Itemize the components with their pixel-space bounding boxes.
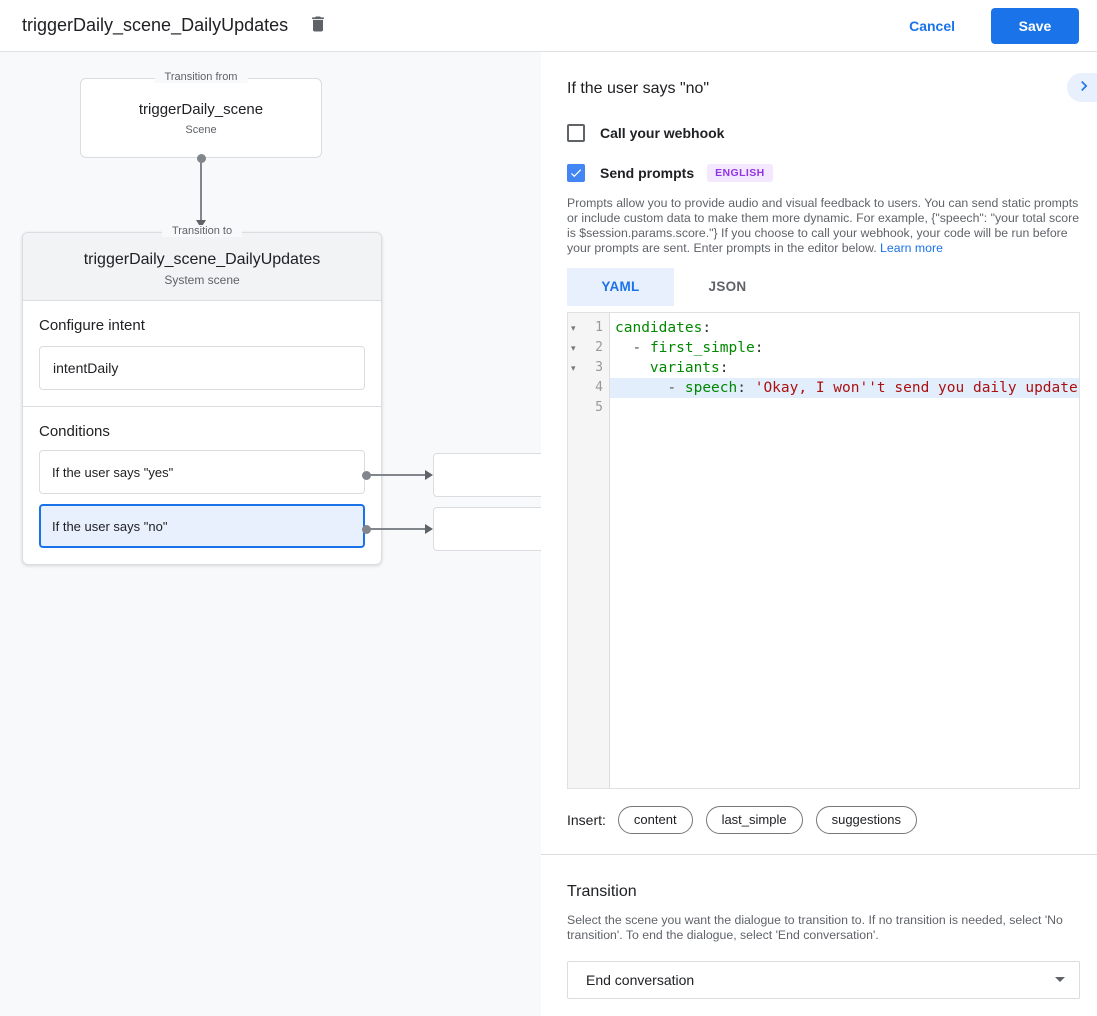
collapse-panel-button[interactable] bbox=[1067, 73, 1097, 102]
condition-item-no[interactable]: If the user says "no" bbox=[39, 504, 365, 548]
prompts-description: Prompts allow you to provide audio and v… bbox=[567, 196, 1080, 256]
to-scene-name: triggerDaily_scene_DailyUpdates bbox=[83, 251, 321, 268]
code-token bbox=[615, 340, 632, 356]
insert-chip-suggestions[interactable]: suggestions bbox=[815, 805, 917, 834]
line-number: 2 bbox=[595, 340, 603, 356]
connector-line bbox=[366, 474, 425, 476]
caret-down-icon bbox=[1055, 977, 1065, 983]
panel-title: If the user says "no" bbox=[567, 80, 710, 97]
line-number: 1 bbox=[595, 320, 603, 336]
learn-more-link[interactable]: Learn more bbox=[880, 240, 943, 255]
connector-line bbox=[200, 158, 202, 220]
arrowhead-right-icon bbox=[425, 470, 433, 480]
line-number: 3 bbox=[595, 360, 603, 376]
code-token bbox=[615, 360, 650, 376]
tab-json[interactable]: JSON bbox=[708, 279, 747, 295]
page-title: triggerDaily_scene_DailyUpdates bbox=[22, 15, 289, 35]
fold-arrow-icon[interactable]: ▾ bbox=[571, 322, 576, 333]
main-area: Transition from triggerDaily_scene Scene… bbox=[0, 52, 1097, 1016]
cancel-button[interactable]: Cancel bbox=[893, 10, 971, 42]
code-token: 'Okay, I won''t send you daily updates.' bbox=[754, 379, 1079, 396]
insert-chip-content[interactable]: content bbox=[617, 805, 693, 834]
insert-label: Insert: bbox=[567, 811, 606, 828]
transition-dropdown-value: End conversation bbox=[586, 971, 695, 988]
transition-description: Select the scene you want the dialogue t… bbox=[567, 912, 1063, 942]
code-token: : bbox=[737, 379, 755, 396]
code-line[interactable]: - first_simple: bbox=[610, 338, 1079, 358]
condition-editor-panel: If the user says "no" Call your webhook … bbox=[541, 52, 1097, 1016]
fold-arrow-icon[interactable]: ▾ bbox=[571, 342, 576, 353]
target-scene-box[interactable] bbox=[433, 453, 541, 497]
check-icon bbox=[570, 169, 582, 178]
gutter-line: 4 bbox=[568, 378, 609, 398]
target-scene-box[interactable] bbox=[433, 507, 541, 551]
transition-to-legend: Transition to bbox=[161, 225, 243, 237]
code-token: : bbox=[702, 319, 712, 336]
send-prompts-row: Send prompts ENGLISH bbox=[567, 164, 1080, 182]
transition-heading: Transition bbox=[567, 882, 637, 900]
code-token: - bbox=[667, 379, 685, 396]
code-token: - bbox=[632, 339, 650, 356]
to-scene-type: System scene bbox=[164, 273, 240, 287]
scene-diagram-canvas: Transition from triggerDaily_scene Scene… bbox=[0, 52, 541, 1016]
code-token bbox=[615, 380, 667, 396]
line-number: 4 bbox=[595, 380, 603, 396]
gutter-line[interactable]: ▾1 bbox=[568, 318, 609, 338]
connector-line bbox=[366, 528, 425, 530]
code-token: speech bbox=[684, 379, 738, 396]
code-token: variants bbox=[649, 359, 720, 376]
arrowhead-right-icon bbox=[425, 524, 433, 534]
tab-yaml[interactable]: YAML bbox=[567, 267, 674, 306]
section-divider bbox=[541, 853, 1097, 855]
code-token: : bbox=[754, 339, 764, 356]
configure-intent-heading: Configure intent bbox=[39, 317, 145, 334]
configure-intent-section: Configure intent intentDaily bbox=[23, 301, 381, 407]
insert-row: Insert: content last_simple suggestions bbox=[567, 805, 1080, 834]
call-webhook-checkbox[interactable] bbox=[567, 124, 585, 142]
transition-to-node: Transition to triggerDaily_scene_DailyUp… bbox=[22, 225, 382, 565]
language-badge: ENGLISH bbox=[707, 164, 773, 182]
condition-item-yes[interactable]: If the user says "yes" bbox=[39, 450, 365, 494]
scene-card-header: triggerDaily_scene_DailyUpdates System s… bbox=[23, 233, 381, 301]
arrowhead-down-icon bbox=[196, 220, 206, 228]
send-prompts-checkbox[interactable] bbox=[567, 164, 585, 182]
call-webhook-label: Call your webhook bbox=[600, 125, 725, 141]
code-line[interactable]: candidates: bbox=[610, 318, 1079, 338]
code-line[interactable]: variants: bbox=[610, 358, 1079, 378]
code-line[interactable]: - speech: 'Okay, I won''t send you daily… bbox=[610, 377, 1079, 398]
code-token: first_simple bbox=[649, 339, 755, 356]
fold-arrow-icon[interactable]: ▾ bbox=[571, 362, 576, 373]
code-token: candidates bbox=[615, 319, 703, 336]
chevron-right-icon bbox=[1074, 76, 1094, 99]
line-number: 5 bbox=[595, 400, 603, 416]
send-prompts-label: Send prompts bbox=[600, 165, 695, 181]
editor-code[interactable]: candidates: - first_simple: variants: - … bbox=[610, 313, 1079, 788]
gutter-line: 5 bbox=[568, 398, 609, 418]
trash-icon bbox=[308, 14, 328, 37]
transition-from-node[interactable]: Transition from triggerDaily_scene Scene bbox=[80, 71, 322, 158]
code-token: : bbox=[719, 359, 729, 376]
conditions-section: Conditions If the user says "yes" If the… bbox=[23, 407, 381, 564]
gutter-line[interactable]: ▾3 bbox=[568, 358, 609, 378]
editor-format-tabs: YAML JSON bbox=[567, 267, 1080, 306]
insert-chips: content last_simple suggestions bbox=[617, 805, 917, 834]
app-header: triggerDaily_scene_DailyUpdates Cancel S… bbox=[0, 0, 1097, 52]
insert-chip-last_simple[interactable]: last_simple bbox=[705, 805, 803, 834]
webhook-row: Call your webhook bbox=[567, 124, 1080, 142]
save-button[interactable]: Save bbox=[991, 7, 1079, 44]
conditions-heading: Conditions bbox=[39, 423, 110, 440]
transition-from-legend: Transition from bbox=[154, 71, 248, 83]
gutter-line[interactable]: ▾2 bbox=[568, 338, 609, 358]
intent-item[interactable]: intentDaily bbox=[39, 346, 365, 390]
from-scene-name: triggerDaily_scene bbox=[138, 101, 264, 118]
from-scene-type: Scene bbox=[185, 124, 217, 136]
prompts-description-text: Prompts allow you to provide audio and v… bbox=[567, 196, 1080, 255]
delete-scene-button[interactable] bbox=[304, 12, 332, 40]
code-line[interactable] bbox=[610, 398, 1079, 418]
transition-dropdown[interactable]: End conversation bbox=[567, 960, 1080, 999]
